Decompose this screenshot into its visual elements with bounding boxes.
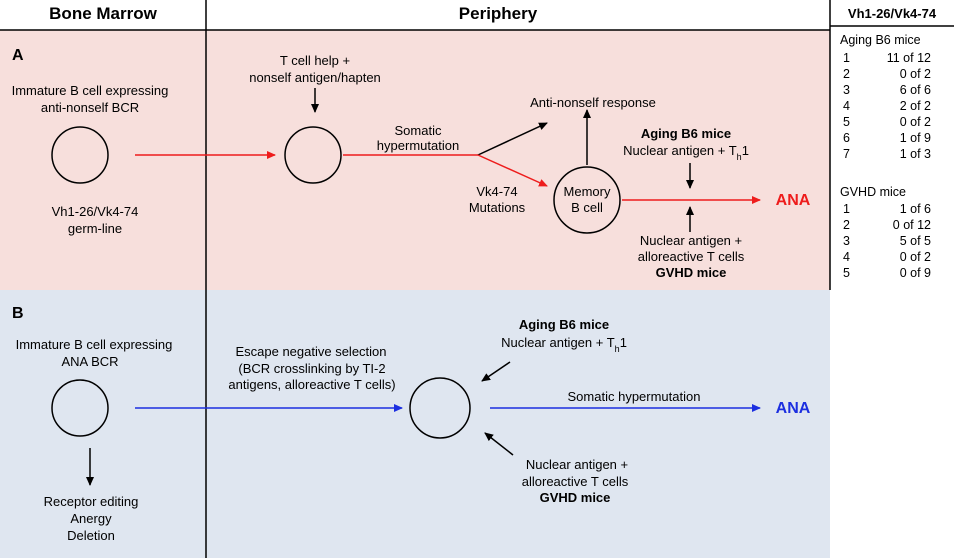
- table-aging-row-id: 1: [843, 51, 850, 65]
- panel-a-immature-cell: [51, 126, 109, 184]
- panel-a-somatic-line2: hypermutation: [377, 138, 459, 153]
- table-aging-row-id: 5: [843, 115, 850, 129]
- panel-b-escape-line2: (BCR crosslinking by TI-2: [238, 361, 385, 376]
- header-table: Vh1-26/Vk4-74: [848, 6, 937, 21]
- table-aging-row-value: 2 of 2: [900, 99, 931, 113]
- panel-a-ana: ANA: [776, 192, 811, 209]
- table-gvhd-row-value: 0 of 2: [900, 250, 931, 264]
- panel-a-arrow-to-memory: [477, 154, 548, 187]
- panel-b-escape-line3: antigens, alloreactive T cells): [228, 377, 395, 392]
- table-aging-row-value: 0 of 2: [900, 67, 931, 81]
- table-gvhd-row-id: 4: [843, 250, 850, 264]
- panel-a-immature-line1: Immature B cell expressing: [12, 83, 169, 98]
- panel-b-escape-line1: Escape negative selection: [235, 344, 386, 359]
- panel-b-aging-antigen: Nuclear antigen + Th1: [501, 335, 627, 354]
- table-aging-title: Aging B6 mice: [840, 33, 921, 47]
- panel-a-aging-title: Aging B6 mice: [641, 126, 731, 141]
- panel-b-label: B: [12, 305, 24, 322]
- panel-a-memory-cell: [553, 166, 621, 234]
- table-gvhd-row-id: 3: [843, 234, 850, 248]
- table-aging-row-id: 6: [843, 131, 850, 145]
- panel-b-peripheral-cell: [409, 377, 471, 439]
- panel-a-gvhd-line2: alloreactive T cells: [638, 249, 745, 264]
- table-gvhd-row-value: 5 of 5: [900, 234, 931, 248]
- panel-b-gvhd-line1: Nuclear antigen +: [526, 457, 628, 472]
- table-aging-row-id: 2: [843, 67, 850, 81]
- panel-a-peripheral-cell: [284, 126, 342, 184]
- panel-a-vk-line2: Mutations: [469, 200, 526, 215]
- panel-b-gvhd-title: GVHD mice: [540, 490, 611, 505]
- table-aging-row-id: 7: [843, 147, 850, 161]
- panel-a-germline-line2: germ-line: [68, 221, 122, 236]
- panel-a-tcell-help-line2: nonself antigen/hapten: [249, 70, 381, 85]
- panel-b-immature-cell: [51, 379, 109, 437]
- table-aging-row-id: 4: [843, 99, 850, 113]
- table-aging-row-value: 1 of 3: [900, 147, 931, 161]
- panel-a-label: A: [12, 47, 24, 64]
- panel-a-vk-line1: Vk4-74: [476, 184, 517, 199]
- panel-a-memory-line2: B cell: [571, 200, 603, 215]
- panel-b-immature-line1: Immature B cell expressing: [16, 337, 173, 352]
- panel-b-gvhd-line2: alloreactive T cells: [522, 474, 629, 489]
- panel-b-immature-line2: ANA BCR: [61, 354, 118, 369]
- table-aging-row-id: 3: [843, 83, 850, 97]
- panel-a-tcell-help-line1: T cell help +: [280, 53, 350, 68]
- table-gvhd-row-id: 2: [843, 218, 850, 232]
- table-aging-row-value: 1 of 9: [900, 131, 931, 145]
- table-gvhd-row-id: 1: [843, 202, 850, 216]
- table-gvhd-row-value: 0 of 9: [900, 266, 931, 280]
- table-aging-row-value: 6 of 6: [900, 83, 931, 97]
- table-gvhd-row-value: 0 of 12: [893, 218, 931, 232]
- panel-a-memory-line1: Memory: [564, 184, 611, 199]
- panel-a-somatic-line1: Somatic: [395, 123, 442, 138]
- panel-b-ana: ANA: [776, 400, 811, 417]
- table-rows: 1 11 of 12 2 0 of 2 3 6 of 6 4 2 of 2 5 0 of 2 6 1 …: [843, 51, 931, 280]
- panel-a-aging-antigen: Nuclear antigen + Th1: [623, 143, 749, 162]
- table-aging-row-value: 0 of 2: [900, 115, 931, 129]
- panel-a-immature-line2: anti-nonself BCR: [41, 100, 139, 115]
- panel-b-aging-title: Aging B6 mice: [519, 317, 609, 332]
- panel-a-background: [0, 30, 830, 290]
- table-gvhd-row-value: 1 of 6: [900, 202, 931, 216]
- panel-a-gvhd-title: GVHD mice: [656, 265, 727, 280]
- header-bone-marrow: Bone Marrow: [49, 4, 157, 23]
- panel-a-gvhd-line1: Nuclear antigen +: [640, 233, 742, 248]
- panel-a-antinonself: Anti-nonself response: [530, 95, 656, 110]
- panel-b-arrow-aging: [481, 361, 511, 382]
- panel-a-arrow-anti-nonself: [477, 122, 548, 156]
- table-gvhd-title: GVHD mice: [840, 185, 906, 199]
- panel-b-fate-line1: Receptor editing: [44, 494, 139, 509]
- header-periphery: Periphery: [459, 4, 538, 23]
- panel-b-fate-line2: Anergy: [70, 511, 112, 526]
- table-gvhd-row-id: 5: [843, 266, 850, 280]
- table-aging-row-value: 11 of 12: [887, 51, 931, 65]
- panel-b-somatic: Somatic hypermutation: [568, 389, 701, 404]
- panel-b-arrow-gvhd: [484, 432, 514, 456]
- panel-a-germline-line1: Vh1-26/Vk4-74: [52, 204, 139, 219]
- panel-b-fate-line3: Deletion: [67, 528, 115, 543]
